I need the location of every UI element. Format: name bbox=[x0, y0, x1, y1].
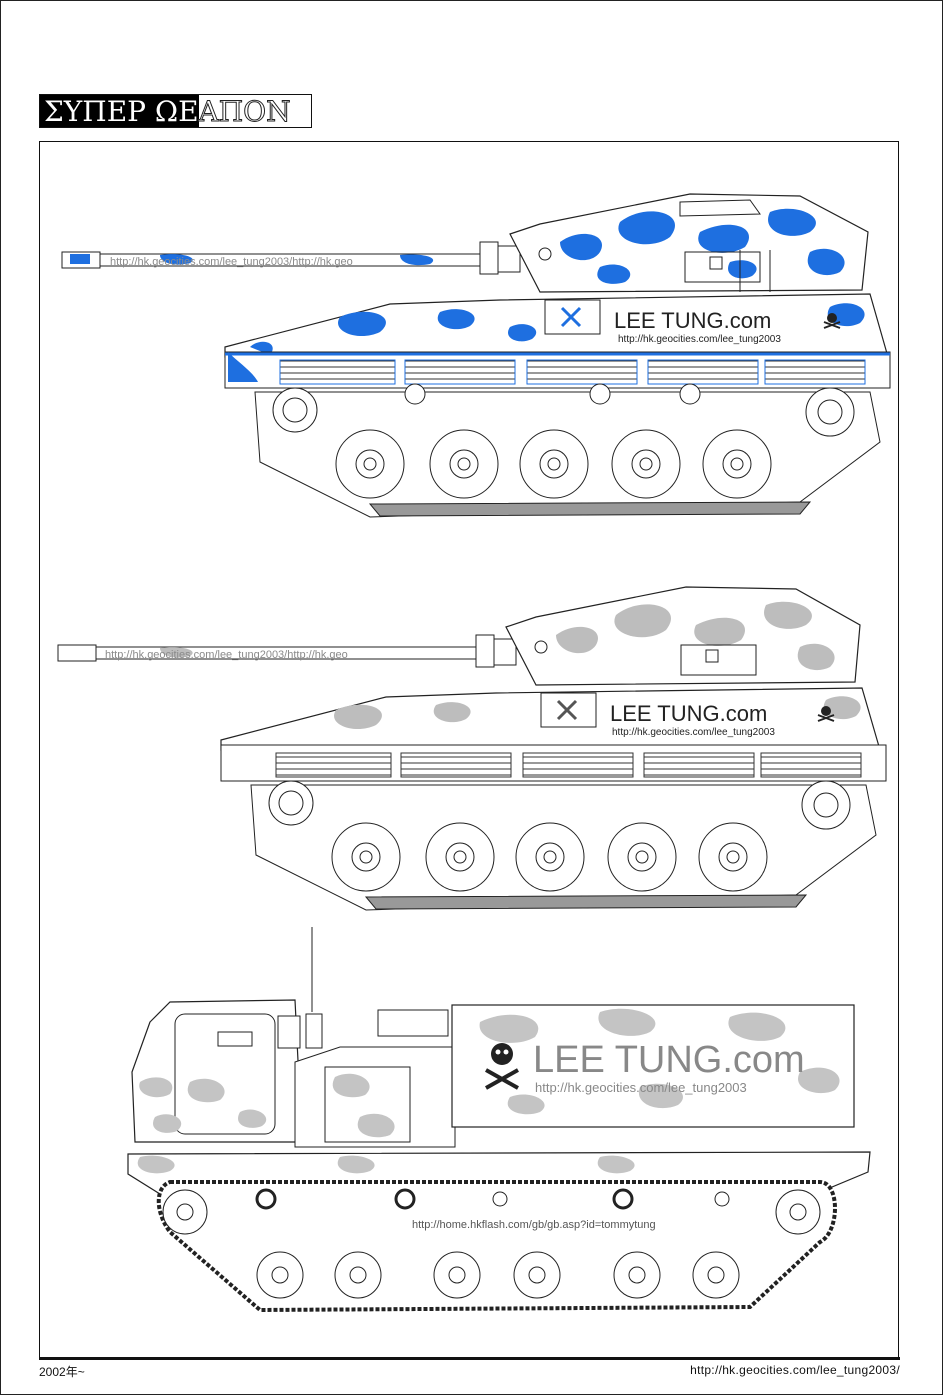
guestbook-url: http://home.hkflash.com/gb/gb.asp?id=tom… bbox=[412, 1219, 656, 1231]
gun-barrel bbox=[61, 241, 521, 275]
skull-crossbones-icon bbox=[817, 706, 835, 722]
watermark-url: http://hk.geocities.com/lee_tung2003/htt… bbox=[105, 649, 348, 661]
drawing-panel: http://hk.geocities.com/lee_tung2003/htt… bbox=[39, 141, 899, 1358]
running-gear bbox=[254, 383, 881, 518]
page-title: ΣΥΠΕΡ ΩΕ ΑΠΟΝ bbox=[39, 94, 312, 128]
tank-blue: http://hk.geocities.com/lee_tung2003/htt… bbox=[61, 193, 891, 518]
brand-label: LEE TUNG.com bbox=[533, 1039, 805, 1081]
camo-blotches bbox=[560, 208, 845, 284]
tools-icon bbox=[556, 699, 578, 721]
brand-url: http://hk.geocities.com/lee_tung2003 bbox=[618, 334, 781, 345]
watermark-url: http://hk.geocities.com/lee_tung2003/htt… bbox=[110, 256, 353, 268]
skull-crossbones-icon bbox=[823, 313, 841, 329]
running-gear bbox=[250, 780, 877, 911]
gun-barrel bbox=[57, 634, 517, 668]
footer-year: 2002年~ bbox=[39, 1365, 85, 1379]
brand-label: LEE TUNG.com bbox=[610, 701, 767, 726]
tracked-carrier: LEE TUNG.com http://hk.geocities.com/lee… bbox=[127, 927, 871, 1313]
footer-url[interactable]: http://hk.geocities.com/lee_tung2003/ bbox=[690, 1363, 900, 1377]
bottom-rule bbox=[39, 1357, 900, 1360]
title-black-part: ΣΥΠΕΡ ΩΕ bbox=[40, 95, 199, 127]
title-outline-part: ΑΠΟΝ bbox=[198, 94, 291, 128]
camo-blotches bbox=[556, 601, 835, 671]
tank-grey: http://hk.geocities.com/lee_tung2003/htt… bbox=[57, 586, 887, 911]
brand-url: http://hk.geocities.com/lee_tung2003 bbox=[535, 1080, 747, 1095]
tools-icon bbox=[560, 306, 582, 328]
brand-url: http://hk.geocities.com/lee_tung2003 bbox=[612, 727, 775, 738]
brand-label: LEE TUNG.com bbox=[614, 308, 771, 333]
vehicle-drawings: http://hk.geocities.com/lee_tung2003/htt… bbox=[57, 193, 891, 1313]
camo-blotches bbox=[479, 1008, 840, 1115]
track bbox=[156, 1180, 837, 1313]
skull-crossbones-icon bbox=[485, 1043, 519, 1090]
road-wheels bbox=[162, 1188, 821, 1299]
